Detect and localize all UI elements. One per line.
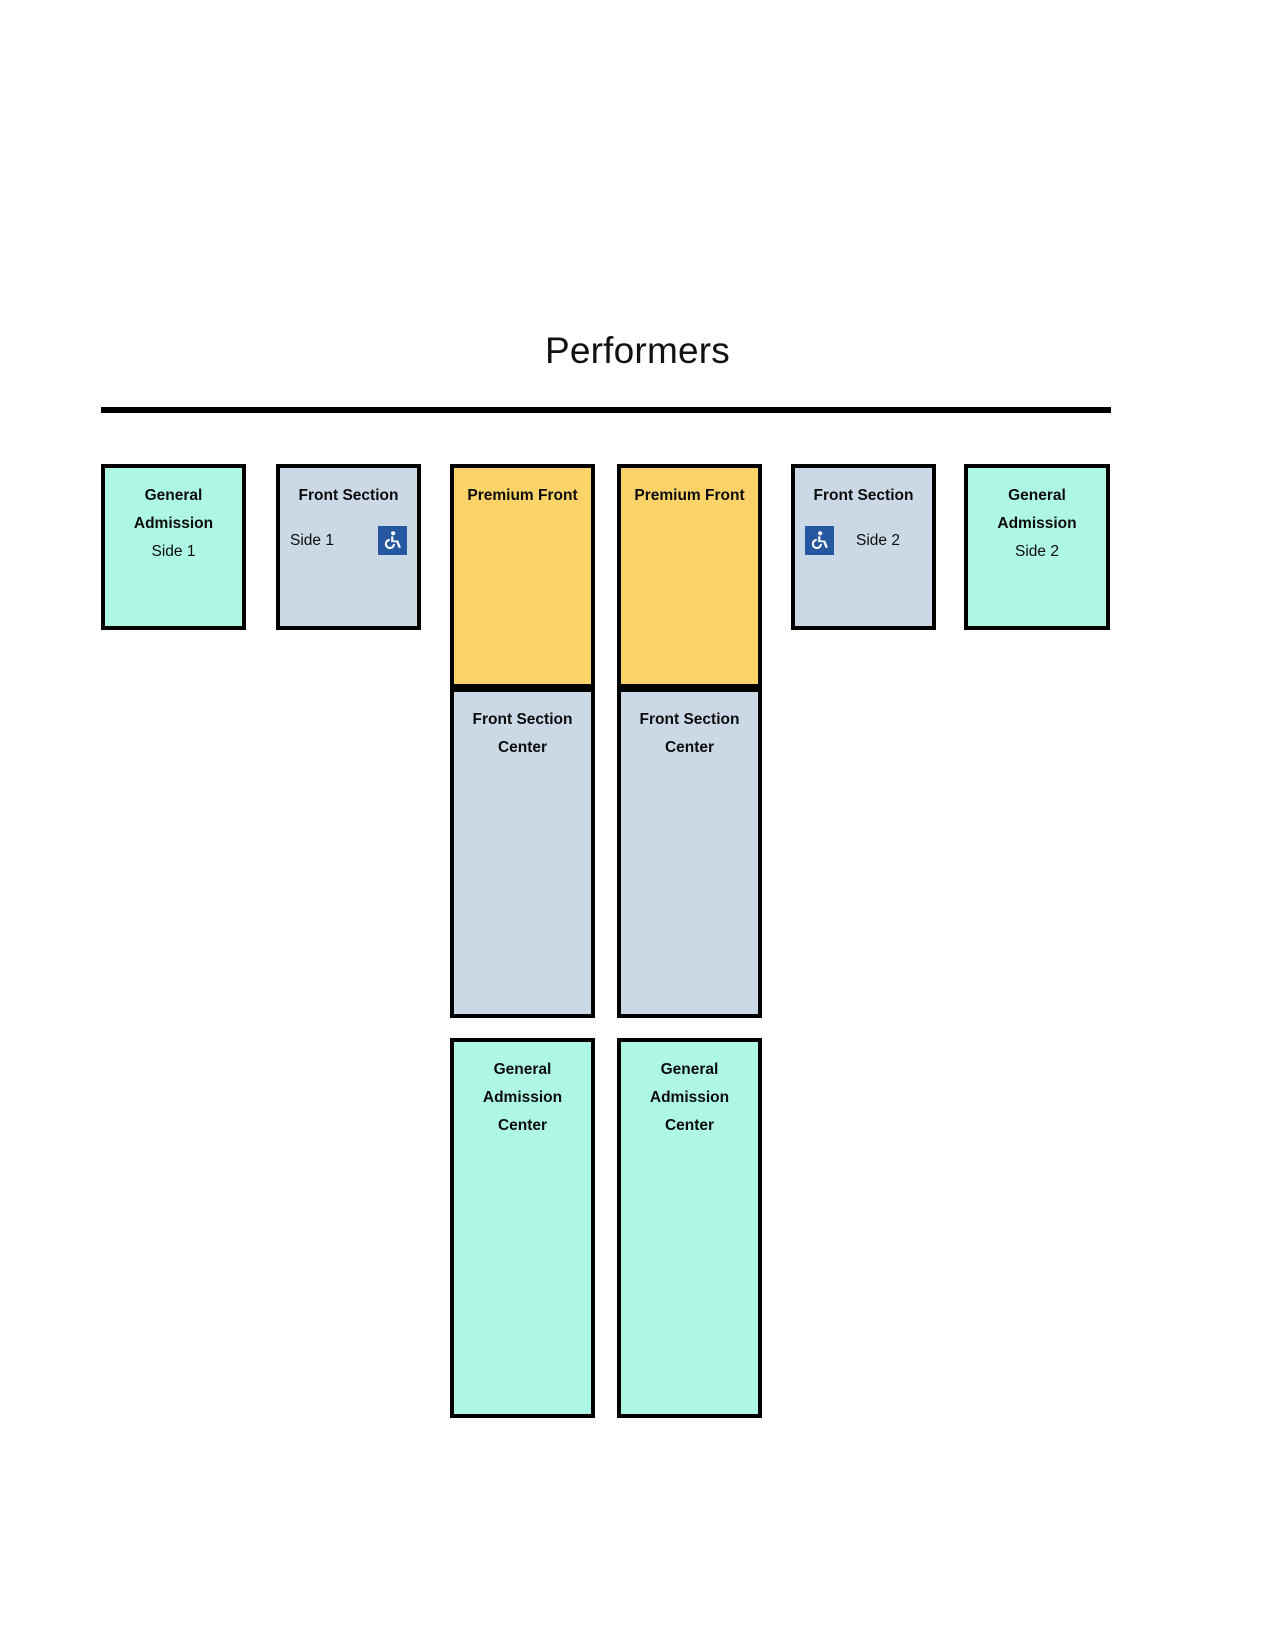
section-title-line1: General [660, 1061, 719, 1078]
section-title: Premium Front [634, 487, 745, 504]
section-title-line3: Center [497, 1117, 548, 1134]
section-subtitle: Side 1 [151, 543, 196, 560]
section-title: Front Section [298, 487, 399, 504]
section-front-section-side-2[interactable]: Front Section Side 2 [791, 464, 936, 630]
section-front-section-center-right[interactable]: Front Section Center [617, 688, 762, 1018]
stage-title: Performers [545, 330, 730, 371]
section-premium-front-left[interactable]: Premium Front [450, 464, 595, 688]
accessible-row: Side 1 [280, 526, 417, 555]
section-general-admission-center-right[interactable]: General Admission Center [617, 1038, 762, 1418]
wheelchair-accessible-icon [805, 526, 834, 555]
section-front-section-side-1[interactable]: Front Section Side 1 [276, 464, 421, 630]
section-premium-front-right[interactable]: Premium Front [617, 464, 762, 688]
section-title-line1: General [493, 1061, 552, 1078]
section-title: Front Section [813, 487, 914, 504]
section-title-line1: Front Section [639, 711, 740, 728]
stage-divider-line [101, 407, 1111, 413]
section-title-line1: General [144, 487, 203, 504]
section-title-line1: General [1008, 487, 1066, 504]
section-title-line3: Center [664, 1117, 715, 1134]
section-general-admission-center-left[interactable]: General Admission Center [450, 1038, 595, 1418]
section-title: Premium Front [467, 487, 578, 504]
section-subtitle: Side 2 [856, 531, 900, 549]
accessible-row: Side 2 [795, 526, 932, 555]
section-title-line1: Front Section [472, 711, 573, 728]
section-general-admission-side-1[interactable]: General Admission Side 1 [101, 464, 246, 630]
wheelchair-accessible-icon [378, 526, 407, 555]
section-title-line2: Center [664, 739, 715, 756]
section-front-section-center-left[interactable]: Front Section Center [450, 688, 595, 1018]
section-title-line2: Admission [133, 515, 214, 532]
section-title-line2: Admission [482, 1089, 563, 1106]
section-general-admission-side-2[interactable]: General Admission Side 2 [964, 464, 1110, 630]
section-title-line2: Center [497, 739, 548, 756]
section-subtitle: Side 2 [1015, 543, 1059, 560]
section-title-line2: Admission [649, 1089, 730, 1106]
section-title-line2: Admission [997, 515, 1077, 532]
section-subtitle: Side 1 [290, 531, 334, 549]
